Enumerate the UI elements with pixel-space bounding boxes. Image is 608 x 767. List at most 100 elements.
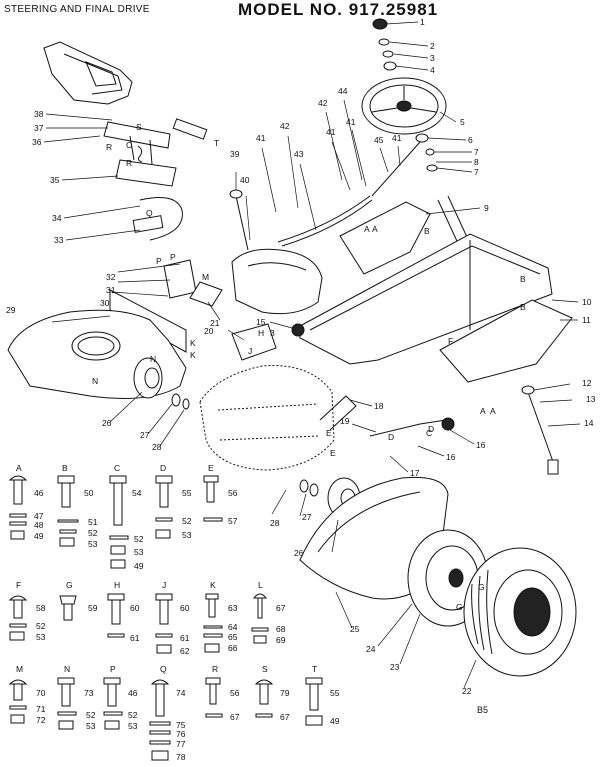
letter-a-2: A — [490, 406, 496, 416]
front-axle-bolt-drawing — [527, 391, 557, 471]
carriage-bolt-icon — [8, 679, 28, 701]
letter-j-1: J — [248, 346, 252, 356]
callout-34: 34 — [52, 213, 62, 223]
callout-22: 22 — [462, 686, 472, 696]
callout-9: 9 — [484, 203, 489, 213]
letter-e-1: E — [326, 428, 332, 438]
hardware-part-58: 58 — [36, 603, 46, 613]
steering-wheel-spokes-drawing — [371, 86, 437, 113]
hex-nut-icon — [155, 529, 171, 539]
seat-adjust-plate-drawing — [132, 215, 164, 233]
left-footrest-drawing — [339, 201, 431, 275]
hex-bolt-head-icon — [109, 475, 127, 484]
callout-41c: 41 — [346, 117, 356, 127]
hardware-part-61-j: 61 — [180, 633, 190, 643]
model-number: MODEL NO. 917.25981 — [238, 0, 439, 19]
callout-41b: 41 — [326, 127, 336, 137]
hardware-part-50: 50 — [84, 488, 94, 498]
hardware-group-m: M 70 71 72 — [8, 664, 46, 725]
lock-washer-icon — [149, 740, 171, 745]
hardware-letter-n: N — [64, 664, 70, 674]
lock-washer-icon — [255, 713, 273, 718]
hardware-group-k: K 63 64 65 66 — [203, 580, 238, 653]
seat-bracket-drawing — [103, 121, 177, 187]
transmission-drawing — [199, 365, 335, 471]
hardware-group-c: C 54 52 53 49 — [109, 463, 144, 571]
hardware-part-60-j: 60 — [180, 603, 190, 613]
hex-nut-icon — [10, 714, 25, 724]
steering-washer-2-drawing — [425, 148, 435, 156]
seat-cushion-drawing — [63, 53, 123, 95]
fuel-tank-seam-drawing — [247, 262, 307, 271]
letter-a-4: A — [372, 224, 378, 234]
hardware-part-72: 72 — [36, 715, 46, 725]
hardware-part-73: 73 — [84, 688, 94, 698]
axle-washer-drawing — [521, 385, 535, 395]
right-fender-edge-drawing — [317, 491, 421, 553]
callout-19: 19 — [340, 416, 350, 426]
hex-nut-icon — [9, 631, 25, 641]
hardware-part-63: 63 — [228, 603, 238, 613]
hardware-part-53-p: 53 — [128, 721, 138, 731]
steering-washer-drawing — [382, 50, 394, 58]
fender-seat-opening-drawing — [71, 331, 121, 361]
hardware-letter-k: K — [210, 580, 216, 590]
hex-bolt-head-icon — [155, 475, 173, 484]
callout-40: 40 — [240, 175, 250, 185]
hardware-part-52-f: 52 — [36, 621, 46, 631]
letter-r-2: R — [126, 158, 132, 168]
lock-washer-icon — [109, 535, 129, 540]
drag-link-drawing — [277, 195, 371, 243]
callout-30: 30 — [100, 298, 110, 308]
fender-brace-drawing — [109, 289, 187, 353]
letter-a-1: A — [480, 406, 486, 416]
letter-d-2: D — [428, 424, 434, 434]
right-footrest-drawing — [439, 299, 573, 383]
hardware-part-46: 46 — [34, 488, 44, 498]
callout-24: 24 — [366, 644, 376, 654]
hardware-part-75: 75 — [176, 720, 186, 730]
hardware-key-grid: A 46 47 48 49 B 50 51 52 53 C — [8, 463, 340, 762]
hardware-letter-m: M — [16, 664, 23, 674]
shift-knob-drawing — [291, 323, 305, 337]
washer-icon — [9, 521, 27, 526]
label-3-near-plate: 3 — [270, 328, 275, 338]
carriage-bolt-icon — [150, 679, 170, 717]
letter-d-1: D — [388, 432, 394, 442]
hardware-group-a: A 46 47 48 49 — [8, 463, 44, 541]
letter-k-2: K — [190, 350, 196, 360]
lock-washer-icon — [57, 711, 77, 716]
lock-washer-icon — [203, 633, 223, 638]
lock-washer-icon — [155, 633, 173, 638]
hardware-letter-r: R — [212, 664, 218, 674]
callout-35: 35 — [50, 175, 60, 185]
seat-pad-drawing — [85, 61, 117, 87]
hex-nut-icon — [104, 720, 120, 730]
callout-4: 4 — [430, 65, 435, 75]
hardware-part-71: 71 — [36, 704, 46, 714]
hardware-part-49-t: 49 — [330, 716, 340, 726]
hardware-part-56-r: 56 — [230, 688, 240, 698]
shift-lever-knob-drawing — [441, 417, 455, 431]
callout-43: 43 — [294, 149, 304, 159]
spacer-icon — [9, 513, 27, 518]
hex-bolt-shank-icon — [61, 482, 71, 508]
hardware-letter-g: G — [66, 580, 73, 590]
seat-adjust-rod-drawing — [139, 197, 183, 241]
steering-wheel-hub-drawing — [396, 100, 412, 112]
hardware-letter-a: A — [16, 463, 22, 473]
hardware-part-66: 66 — [228, 643, 238, 653]
letter-c-1: C — [426, 428, 432, 438]
lock-washer-icon — [59, 529, 77, 534]
hardware-group-s: S 79 67 — [254, 664, 290, 722]
letter-s-1: S — [136, 122, 142, 132]
callout-14: 14 — [584, 418, 594, 428]
hardware-part-48: 48 — [34, 520, 44, 530]
hardware-letter-c: C — [114, 463, 120, 473]
callout-2: 2 — [430, 41, 435, 51]
hardware-letter-p: P — [110, 664, 116, 674]
steering-nut-drawing — [378, 38, 390, 46]
hardware-part-68: 68 — [276, 624, 286, 634]
letter-n-1: N — [92, 376, 98, 386]
hex-nut-icon — [253, 635, 267, 644]
